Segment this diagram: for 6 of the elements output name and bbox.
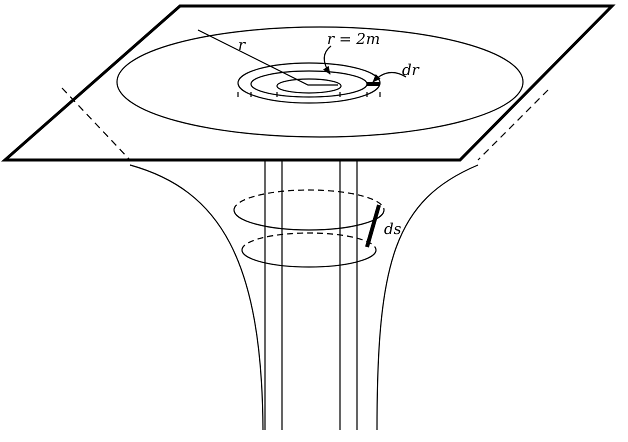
symbol-label: r = 2m [327,30,380,48]
leader-arrow [372,72,406,83]
leader-arrow [323,46,332,75]
symbol-label: ds [384,220,402,238]
symbol-label: r [238,36,246,54]
symbol-label: dr [402,61,419,79]
